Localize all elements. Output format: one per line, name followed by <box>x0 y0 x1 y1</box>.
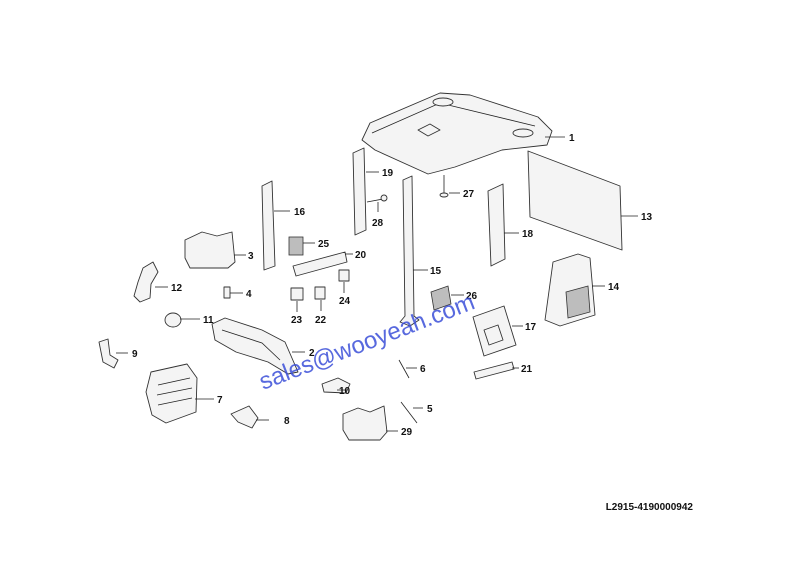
callout-27: 27 <box>463 189 475 200</box>
part-21-strip <box>473 361 519 380</box>
part-5-rod <box>400 401 423 424</box>
callout-16: 16 <box>294 207 306 218</box>
part-2-dashboard <box>211 317 305 375</box>
part-27-screw <box>439 175 460 198</box>
part-6-rod <box>398 359 417 379</box>
watermark-text: sales@wooyeah.com <box>255 289 478 396</box>
callout-28: 28 <box>372 218 384 229</box>
drawing-code: L2915-4190000942 <box>606 502 694 513</box>
callout-20: 20 <box>355 250 367 261</box>
part-9-duct <box>98 338 128 369</box>
callout-3: 3 <box>248 251 254 262</box>
part-22-clip <box>314 286 326 311</box>
callout-17: 17 <box>525 322 537 333</box>
part-24-clip <box>338 269 350 293</box>
part-25-grille <box>288 236 315 256</box>
callout-11: 11 <box>203 315 214 326</box>
callout-22: 22 <box>315 315 327 326</box>
callout-14: 14 <box>608 282 620 293</box>
part-28-bolt <box>366 194 388 212</box>
callout-10: 10 <box>339 386 351 397</box>
part-15-column <box>399 175 428 327</box>
part-16-trim <box>261 180 290 271</box>
callout-26: 26 <box>466 291 478 302</box>
callout-2: 2 <box>309 348 315 359</box>
callout-13: 13 <box>641 212 653 223</box>
callout-18: 18 <box>522 229 534 240</box>
part-12-duct <box>133 261 168 303</box>
part-14-side-panel <box>544 253 605 327</box>
callout-8: 8 <box>284 416 290 427</box>
part-8-deflector <box>230 405 269 429</box>
part-17-pad <box>472 305 523 357</box>
part-26-mesh <box>430 285 464 311</box>
part-11-nozzle <box>164 312 200 328</box>
callout-21: 21 <box>521 364 533 375</box>
part-10-vent <box>321 377 351 394</box>
part-3-cover <box>184 231 246 269</box>
callout-9: 9 <box>132 349 138 360</box>
callout-15: 15 <box>430 266 442 277</box>
part-18-panel <box>487 183 519 267</box>
part-1-headliner <box>361 92 565 175</box>
callout-4: 4 <box>246 289 252 300</box>
callout-7: 7 <box>217 395 223 406</box>
callout-25: 25 <box>318 239 330 250</box>
callout-1: 1 <box>569 133 575 144</box>
part-7-heater-box <box>145 363 214 424</box>
callout-12: 12 <box>171 283 183 294</box>
part-13-rear-panel <box>527 150 638 251</box>
part-19-pillar <box>352 147 379 236</box>
callout-5: 5 <box>427 404 433 415</box>
callout-29: 29 <box>401 427 413 438</box>
part-4-clip <box>223 286 243 299</box>
callout-24: 24 <box>339 296 351 307</box>
callout-19: 19 <box>382 168 394 179</box>
part-29-lower-cover <box>342 405 398 441</box>
callout-6: 6 <box>420 364 426 375</box>
part-23-block <box>290 287 304 312</box>
part-20-bracket <box>292 251 353 277</box>
callout-23: 23 <box>291 315 303 326</box>
